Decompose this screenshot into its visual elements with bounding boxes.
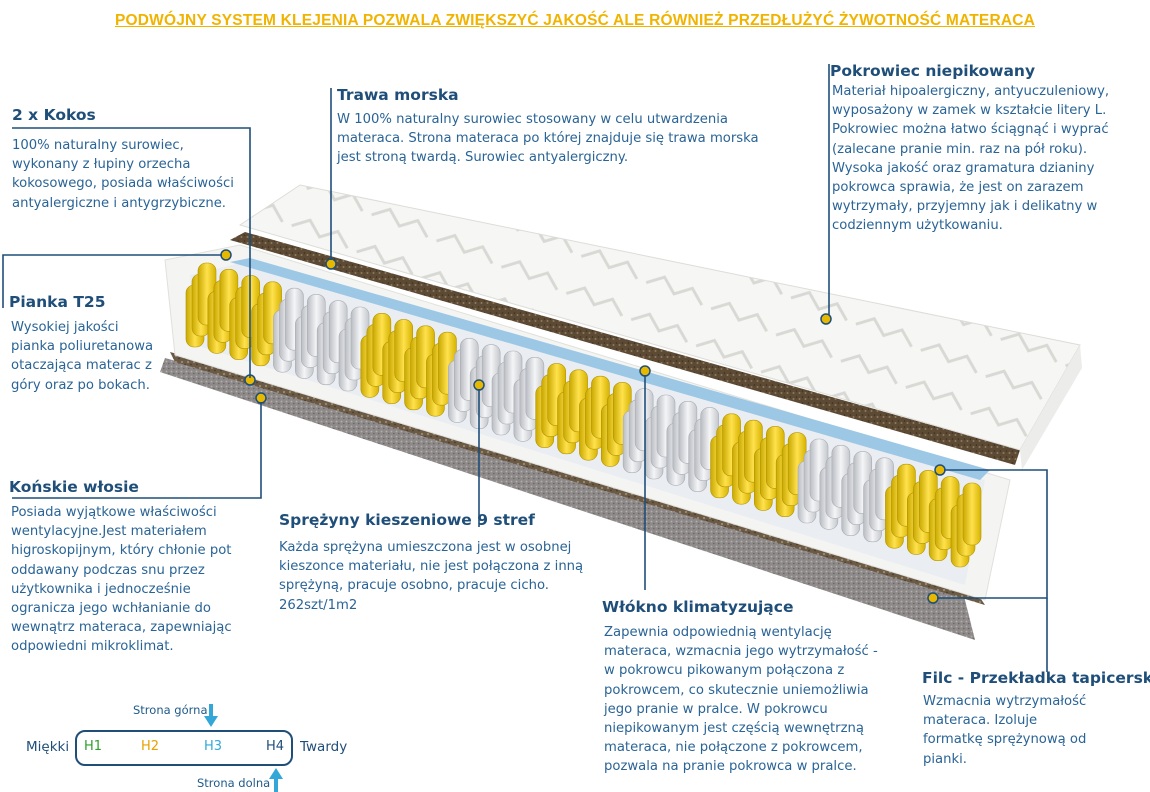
- wlokno-text: Zapewnia odpowiednią wentylację materaca…: [604, 625, 878, 775]
- hard-label: Twardy: [300, 739, 348, 755]
- level-h2: H2: [141, 739, 160, 754]
- top-side-label: Strona górna: [133, 703, 208, 717]
- bottom-side-label: Strona dolna: [197, 776, 271, 790]
- level-h4: H4: [266, 739, 285, 754]
- kokos-title: 2 x Kokos: [12, 106, 96, 124]
- filc-title: Filc - Przekładka tapicerska: [922, 669, 1150, 687]
- wlokno-title: Włókno klimatyzujące: [602, 598, 794, 616]
- trawa-text: W 100% naturalny surowiec stosowany w ce…: [337, 112, 759, 166]
- konskie-text: Posiada wyjątkowe właściwości wentylacyj…: [11, 505, 232, 655]
- level-h1: H1: [84, 739, 103, 754]
- level-h3: H3: [204, 739, 223, 754]
- konskie-title: Końskie włosie: [9, 478, 139, 496]
- hardness-scale: [75, 730, 293, 766]
- pokrowiec-text: Materiał hipoalergiczny, antyuczuleniowy…: [832, 84, 1110, 234]
- arrow-up-icon: [269, 768, 283, 792]
- soft-label: Miękki: [26, 739, 70, 755]
- mattress-illustration: [160, 184, 1082, 640]
- sprezyny-title: Sprężyny kieszeniowe 9 stref: [279, 511, 535, 529]
- pianka-text: Wysokiej jakości pianka poliuretanowa ot…: [11, 320, 154, 393]
- pianka-title: Pianka T25: [9, 293, 106, 311]
- headline: PODWÓJNY SYSTEM KLEJENIA POZWALA ZWIĘKSZ…: [114, 12, 1036, 29]
- kokos-text: 100% naturalny surowiec, wykonany z łupi…: [12, 138, 234, 211]
- pokrowiec-title: Pokrowiec niepikowany: [830, 62, 1036, 80]
- spring-pocket: [962, 482, 982, 546]
- sprezyny-text: Każda sprężyna umieszczona jest w osobne…: [279, 540, 584, 613]
- arrow-down-icon: [204, 704, 218, 727]
- trawa-title: Trawa morska: [337, 86, 459, 104]
- filc-text: Wzmacnia wytrzymałość materaca. Izoluje …: [923, 694, 1087, 767]
